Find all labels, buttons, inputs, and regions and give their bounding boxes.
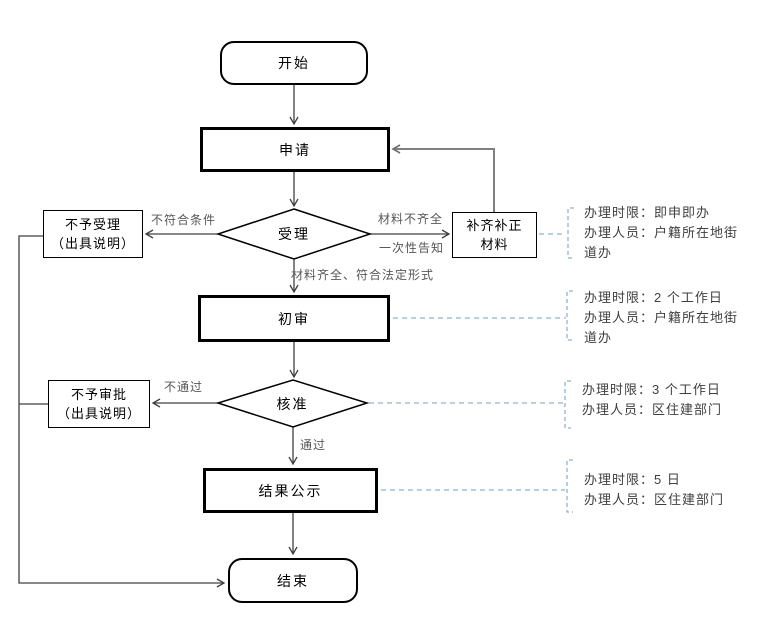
start-label: 开始 bbox=[278, 55, 310, 71]
supplement-node: 补齐补正 材料 bbox=[452, 212, 537, 258]
edge-label-materials-complete: 材料齐全、符合法定形式 bbox=[291, 268, 435, 282]
annotation-supplement: 办理时限：即申即办 办理人员：户籍所在地街 道办 bbox=[584, 203, 738, 263]
edge-label-not-qualified: 不符合条件 bbox=[151, 213, 217, 227]
edge-label-materials-incomplete: 材料不齐全 bbox=[378, 212, 444, 226]
callout-bracket-1 bbox=[567, 207, 574, 259]
annotation-line: 办理时限：3 个工作日 bbox=[582, 382, 721, 397]
reject-accept-node: 不予受理 （出具说明） bbox=[43, 210, 143, 258]
connector-rejects-to-end bbox=[18, 235, 226, 588]
reject-approve-line1: 不予审批 bbox=[70, 387, 127, 402]
annotation-result: 办理时限：5 日 办理人员：区住建部门 bbox=[584, 470, 724, 510]
reject-accept-line2: （出具说明） bbox=[50, 236, 135, 251]
approve-node-label-wrap: 核准 bbox=[218, 380, 367, 427]
annotation-line: 办理人员：户籍所在地街 bbox=[584, 310, 739, 325]
edge-label-not-passed: 不通过 bbox=[164, 380, 204, 394]
approve-diamond bbox=[215, 379, 370, 428]
result-publicity-label: 结果公示 bbox=[258, 482, 323, 499]
reject-approve-line2: （出具说明） bbox=[56, 406, 141, 421]
initial-review-node: 初审 bbox=[198, 295, 390, 342]
reject-accept-line1: 不予受理 bbox=[64, 217, 121, 232]
annotation-approve: 办理时限：3 个工作日 办理人员：区住建部门 bbox=[582, 380, 722, 420]
end-label: 结束 bbox=[277, 572, 309, 589]
annotation-line: 办理人员：区住建部门 bbox=[582, 402, 723, 417]
supplement-line2: 材料 bbox=[480, 237, 509, 252]
connector-supplement-to-apply bbox=[391, 144, 495, 212]
accept-label: 受理 bbox=[278, 226, 310, 242]
end-node: 结束 bbox=[228, 558, 358, 603]
annotation-line: 道办 bbox=[584, 245, 613, 260]
start-node: 开始 bbox=[220, 41, 368, 85]
annotation-line: 办理时限：2 个工作日 bbox=[584, 290, 723, 305]
supplement-line1: 补齐补正 bbox=[466, 218, 523, 233]
annotation-line: 办理时限：即申即办 bbox=[584, 205, 711, 220]
result-publicity-node: 结果公示 bbox=[203, 468, 378, 513]
annotation-line: 办理时限：5 日 bbox=[584, 472, 681, 487]
apply-label: 申请 bbox=[279, 141, 311, 158]
accept-diamond bbox=[215, 208, 373, 260]
callout-bracket-3 bbox=[564, 380, 571, 429]
accept-node-label-wrap: 受理 bbox=[218, 209, 370, 259]
annotation-line: 办理人员：区住建部门 bbox=[584, 492, 725, 507]
edge-label-passed: 通过 bbox=[300, 438, 327, 452]
annotation-initial-review: 办理时限：2 个工作日 办理人员：户籍所在地街 道办 bbox=[584, 288, 738, 348]
approve-label: 核准 bbox=[276, 395, 309, 412]
reject-approve-node: 不予审批 （出具说明） bbox=[48, 380, 150, 428]
apply-node: 申请 bbox=[200, 127, 390, 172]
callout-bracket-2 bbox=[566, 290, 573, 341]
annotation-line: 办理人员：户籍所在地街 bbox=[584, 225, 739, 240]
edge-label-one-time-notice: 一次性告知 bbox=[379, 241, 445, 255]
initial-review-label: 初审 bbox=[278, 310, 310, 327]
callout-bracket-4 bbox=[566, 459, 573, 513]
annotation-line: 道办 bbox=[584, 330, 613, 345]
